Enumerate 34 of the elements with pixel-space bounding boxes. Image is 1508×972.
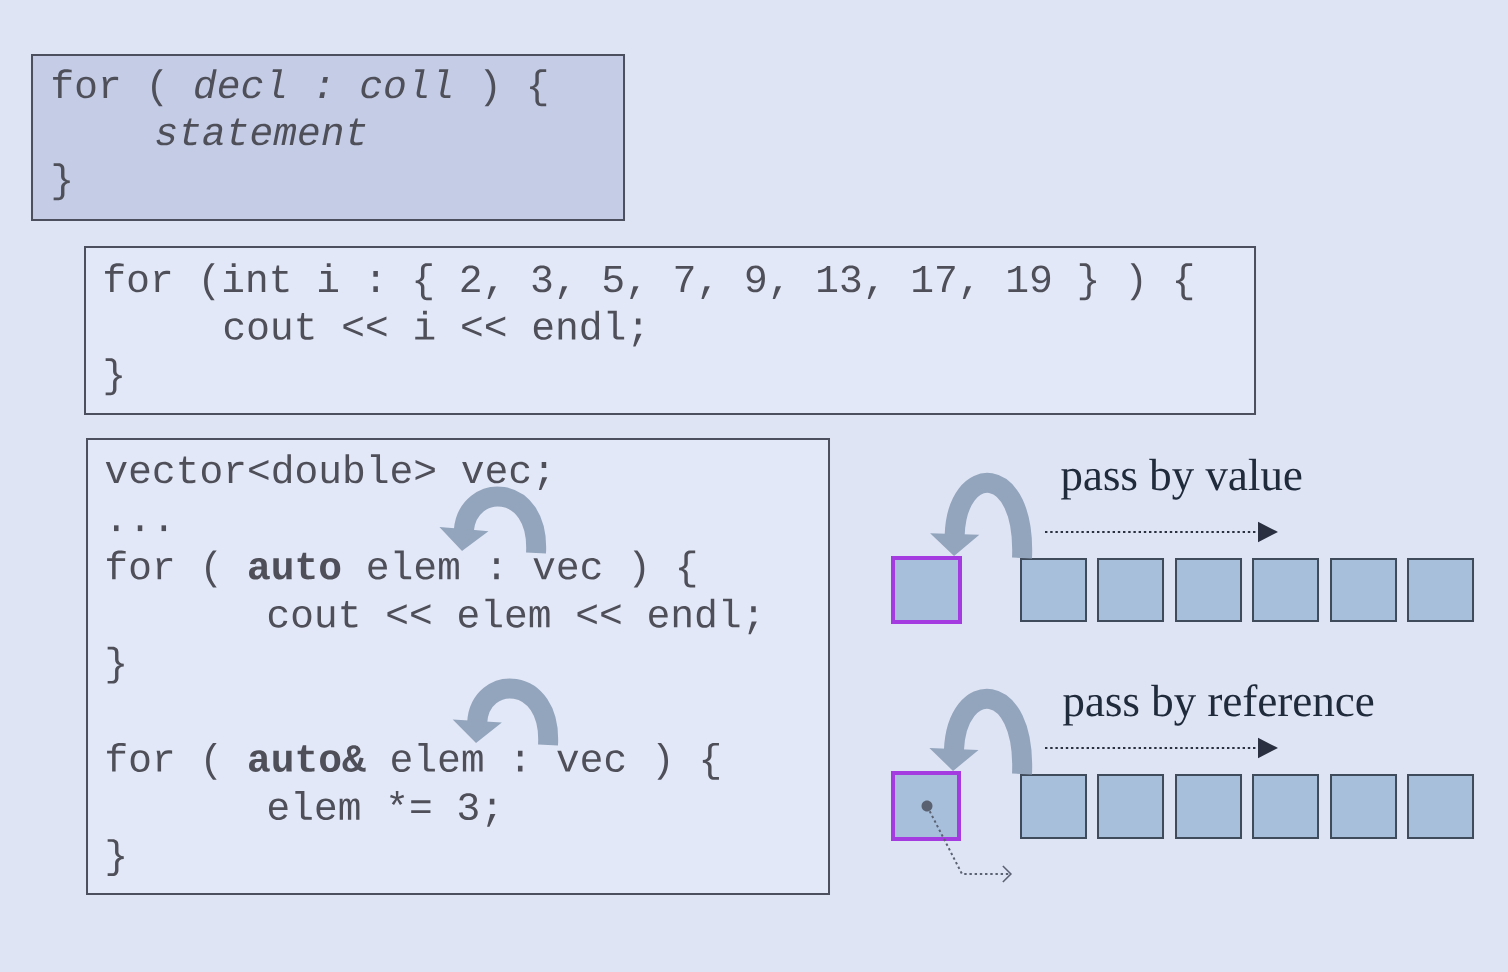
code-line: } [107,839,124,876]
code-box [86,438,830,895]
code-line: for ( auto& elem : vec ) { [107,742,719,780]
text-label: pass by value [1061,458,1302,500]
code-line: for (int i : { 2, 3, 5, 7, 9, 13, 17, 19 } ) { [105,263,1193,301]
array-cell [1097,558,1164,622]
array-cell [1330,774,1397,839]
array-cell [1020,774,1087,839]
variable-box [891,771,961,841]
code-box [84,246,1256,415]
code-line: cout << i << endl; [224,310,642,347]
array-cell [1407,774,1474,839]
pointer-arrow [928,810,1012,883]
array-cell [1175,774,1242,839]
array-cell [1330,558,1397,622]
code-line: for ( auto elem : vec ) { [107,550,696,588]
array-cell [1407,558,1474,622]
code-line: ... [114,525,167,532]
array-cell [1175,558,1242,622]
code-line: } [107,646,124,684]
code-line: vector<double> vec; [105,454,548,490]
text-label: pass by reference [1063,684,1374,726]
code-line: } [105,358,122,396]
variable-box [891,556,962,624]
code-line: cout << elem << endl; [268,598,757,635]
code-box [31,54,625,221]
array-cell [1252,774,1319,839]
code-line: statement [156,118,366,146]
code-line: } [53,163,70,201]
array-cell [1097,774,1164,839]
array-cell [1020,558,1087,622]
code-line: elem *= 3; [269,791,496,827]
code-line: for ( decl : coll ) { [53,69,547,107]
array-cell [1252,558,1319,622]
